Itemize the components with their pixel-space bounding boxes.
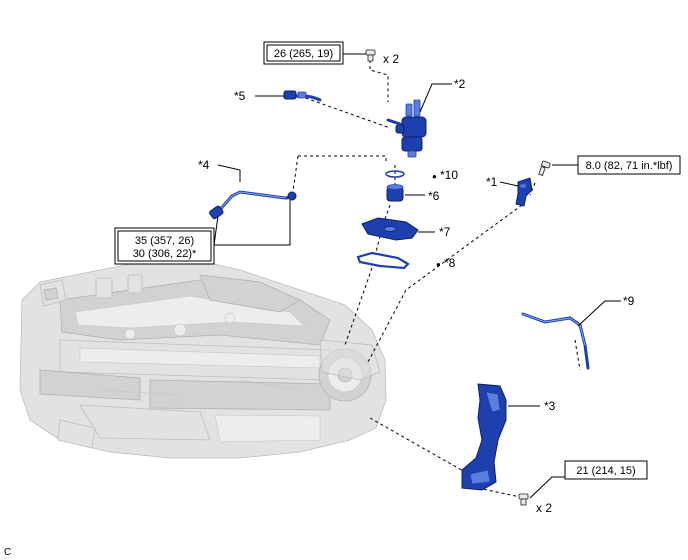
label-part-2: *2	[454, 77, 466, 91]
o-ring-part-10	[385, 170, 405, 178]
label-part-4: *4	[198, 158, 210, 172]
gasket-part-8	[356, 251, 410, 270]
label-part-5: *5	[234, 89, 246, 103]
torque-text-right: 8.0 (82, 71 in.*lbf)	[586, 160, 673, 172]
quantity-bottom: x 2	[536, 501, 552, 515]
label-part-8: *8	[444, 256, 456, 270]
leader-lines	[213, 53, 621, 499]
fuel-pump-part-2	[386, 99, 427, 158]
torque-box-right: 8.0 (82, 71 in.*lbf)	[577, 155, 681, 175]
fuel-hose-part-5	[283, 90, 322, 102]
quantity-top: x 2	[383, 52, 399, 66]
torque-box-left: 35 (357, 26) 30 (306, 22)*	[114, 227, 215, 265]
torque-box-top: 26 (265, 19)	[263, 41, 344, 65]
label-part-3: *3	[544, 399, 556, 413]
torque-text-bottom: 21 (214, 15)	[576, 465, 635, 477]
bracket-part-3	[461, 383, 507, 491]
engine-illustration	[19, 261, 387, 459]
guide-lines	[291, 60, 581, 499]
marker-part-8: ●	[436, 260, 441, 269]
bracket-part-1	[515, 177, 533, 207]
torque-text-top: 26 (265, 19)	[274, 48, 333, 60]
marker-part-10: ●	[432, 172, 437, 181]
hose-part-9	[521, 312, 590, 370]
bolt-right	[538, 160, 551, 176]
label-part-1: *1	[486, 175, 498, 189]
fuel-tube-part-4	[209, 190, 297, 220]
label-part-6: *6	[428, 189, 440, 203]
label-part-7: *7	[439, 225, 451, 239]
flange-part-7	[361, 217, 419, 241]
label-part-10: *10	[440, 168, 458, 182]
torque-box-bottom: 21 (214, 15)	[564, 460, 648, 480]
label-part-9: *9	[623, 294, 635, 308]
torque-text-left-1: 35 (357, 26)	[135, 235, 194, 247]
torque-text-left-2: 30 (306, 22)*	[133, 248, 197, 260]
bolt-bottom	[518, 493, 529, 506]
lifter-part-6	[386, 184, 404, 202]
corner-label: C	[4, 547, 11, 558]
bolt-top	[365, 49, 376, 62]
